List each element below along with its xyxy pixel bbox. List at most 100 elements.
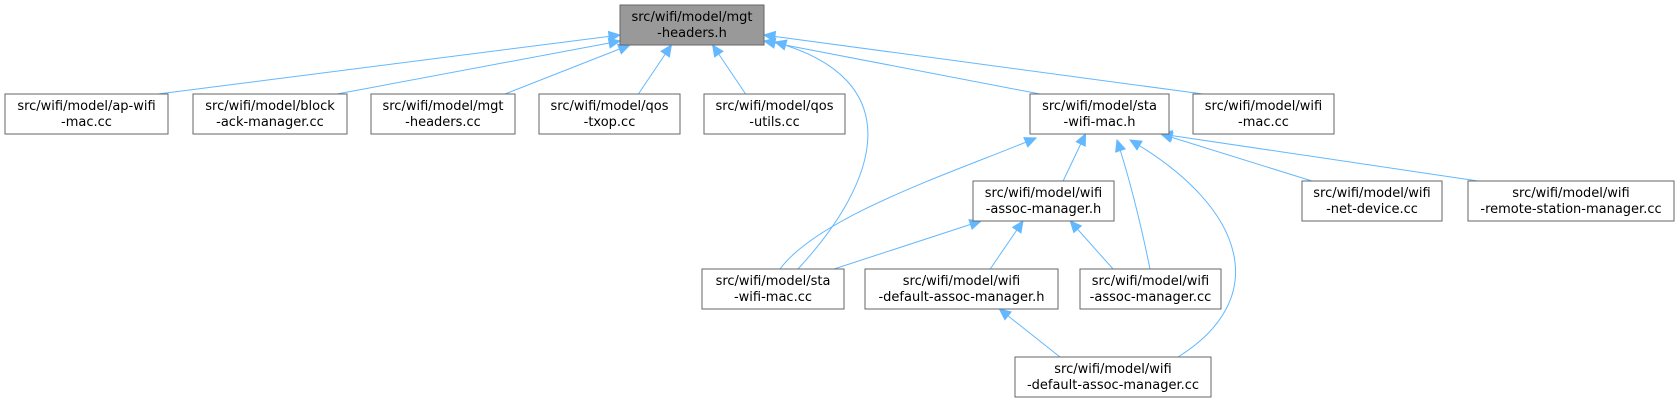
arrowhead: [1069, 220, 1083, 234]
node-label-line: src/wifi/model/block: [205, 99, 335, 114]
edge-line: [763, 34, 1204, 95]
edge-wifi-mac-cc-to-mgt-headers-h: [762, 30, 1204, 95]
node-box: [619, 4, 765, 46]
edge-line: [763, 40, 1041, 95]
edge-qos-utils-cc-to-mgt-headers-h: [711, 43, 747, 95]
edge-sta-wifi-mac-cc-to-mgt-headers-h: [773, 39, 869, 270]
node-label-line: -headers.cc: [405, 115, 481, 130]
node-label-line: -default-assoc-manager.cc: [1027, 378, 1199, 393]
node-label-line: -utils.cc: [749, 115, 799, 130]
node-qos-txop-cc[interactable]: src/wifi/model/qos-txop.cc: [538, 93, 681, 135]
node-label-line: -assoc-manager.h: [986, 202, 1102, 217]
edge-sta-wifi-mac-cc-to-wifi-assoc-manager-h: [833, 219, 983, 270]
node-label-line: -remote-station-manager.cc: [1480, 202, 1661, 217]
node-mgt-headers-cc[interactable]: src/wifi/model/mgt-headers.cc: [370, 93, 516, 135]
edge-line: [157, 34, 621, 95]
edge-line: [504, 44, 630, 95]
node-label-line: src/wifi/model/mgt: [382, 99, 503, 114]
node-label-line: src/wifi/model/wifi: [1512, 186, 1629, 201]
node-label-line: src/wifi/model/wifi: [903, 274, 1020, 289]
node-label-line: -txop.cc: [584, 115, 636, 130]
node-label-line: -wifi-mac.h: [1064, 115, 1136, 130]
edge-qos-txop-cc-to-mgt-headers-h: [637, 43, 673, 95]
edge-wifi-net-device-cc-to-sta-wifi-mac-h: [1159, 131, 1313, 182]
edge-line: [779, 137, 1037, 270]
node-label-line: src/wifi/model/wifi: [985, 186, 1102, 201]
node-box: [703, 93, 846, 135]
node-label-line: -mac.cc: [61, 115, 112, 130]
arrowhead: [660, 43, 673, 58]
edge-wifi-remote-station-manager-cc-to-sta-wifi-mac-h: [1159, 129, 1479, 182]
node-label-line: -mac.cc: [1238, 115, 1289, 130]
node-label-line: src/wifi/model/qos: [550, 99, 668, 114]
node-wifi-default-assoc-manager-cc[interactable]: src/wifi/model/wifi-default-assoc-manage…: [1014, 356, 1212, 398]
node-label-line: src/wifi/model/ap-wifi: [17, 99, 155, 114]
edge-line: [336, 40, 621, 95]
edge-line: [1160, 133, 1313, 182]
nodes: src/wifi/model/mgt-headers.hsrc/wifi/mod…: [4, 4, 1675, 398]
arrowhead: [1128, 139, 1143, 151]
node-label-line: src/wifi/model/sta: [716, 274, 831, 289]
node-box: [370, 93, 516, 135]
node-wifi-default-assoc-manager-h[interactable]: src/wifi/model/wifi-default-assoc-manage…: [864, 268, 1059, 310]
node-label-line: -ack-manager.cc: [216, 115, 324, 130]
edge-wifi-default-assoc-manager-cc-to-wifi-default-assoc-manager-h: [998, 308, 1061, 358]
node-box: [701, 268, 845, 310]
node-box: [864, 268, 1059, 310]
node-mgt-headers-h[interactable]: src/wifi/model/mgt-headers.h: [619, 4, 765, 46]
edge-wifi-default-assoc-manager-cc-to-sta-wifi-mac-h: [1128, 139, 1237, 358]
node-label-line: src/wifi/model/mgt: [631, 10, 752, 25]
node-label-line: -net-device.cc: [1326, 202, 1418, 217]
edge-wifi-assoc-manager-cc-to-wifi-assoc-manager-h: [1069, 220, 1114, 270]
node-wifi-net-device-cc[interactable]: src/wifi/model/wifi-net-device.cc: [1301, 180, 1443, 222]
node-box: [1301, 180, 1443, 222]
edge-block-ack-manager-cc-to-mgt-headers-h: [336, 37, 622, 95]
arrowhead: [1023, 137, 1038, 148]
edge-line: [1129, 139, 1237, 358]
arrowhead: [1011, 220, 1024, 234]
edge-wifi-default-assoc-manager-h-to-wifi-assoc-manager-h: [989, 220, 1024, 270]
node-box: [1014, 356, 1212, 398]
node-label-line: -default-assoc-manager.h: [878, 290, 1044, 305]
arrowhead: [711, 43, 724, 58]
node-qos-utils-cc[interactable]: src/wifi/model/qos-utils.cc: [703, 93, 846, 135]
node-label-line: -wifi-mac.cc: [734, 290, 812, 305]
node-wifi-assoc-manager-h[interactable]: src/wifi/model/wifi-assoc-manager.h: [972, 180, 1115, 222]
edge-sta-wifi-mac-cc-to-sta-wifi-mac-h: [779, 137, 1038, 270]
node-label-line: src/wifi/model/qos: [715, 99, 833, 114]
edge-line: [999, 308, 1061, 358]
node-sta-wifi-mac-h[interactable]: src/wifi/model/sta-wifi-mac.h: [1029, 93, 1170, 135]
edge-line: [774, 41, 869, 270]
edges: [157, 30, 1479, 358]
arrowhead: [762, 30, 777, 43]
node-box: [192, 93, 348, 135]
node-label-line: -assoc-manager.cc: [1090, 290, 1212, 305]
arrowhead: [616, 43, 631, 55]
edge-wifi-assoc-manager-h-to-sta-wifi-mac-h: [1062, 132, 1087, 182]
node-box: [972, 180, 1115, 222]
edge-line: [1160, 133, 1479, 182]
node-wifi-remote-station-manager-cc[interactable]: src/wifi/model/wifi-remote-station-manag…: [1467, 180, 1675, 222]
node-box: [1079, 268, 1222, 310]
node-box: [1467, 180, 1675, 222]
edge-mgt-headers-cc-to-mgt-headers-h: [504, 43, 631, 95]
arrowhead: [607, 37, 622, 49]
arrowhead: [998, 308, 1012, 321]
node-label-line: src/wifi/model/wifi: [1054, 362, 1171, 377]
edge-line: [833, 220, 982, 270]
node-box: [4, 93, 169, 135]
node-wifi-mac-cc[interactable]: src/wifi/model/wifi-mac.cc: [1192, 93, 1335, 135]
node-box: [1192, 93, 1335, 135]
arrowhead: [1075, 132, 1087, 147]
node-block-ack-manager-cc[interactable]: src/wifi/model/block-ack-manager.cc: [192, 93, 348, 135]
arrowhead: [1115, 138, 1127, 153]
node-sta-wifi-mac-cc[interactable]: src/wifi/model/sta-wifi-mac.cc: [701, 268, 845, 310]
node-label-line: src/wifi/model/wifi: [1092, 274, 1209, 289]
node-box: [538, 93, 681, 135]
edge-wifi-assoc-manager-cc-to-sta-wifi-mac-h: [1115, 138, 1151, 270]
node-ap-wifi-mac-cc[interactable]: src/wifi/model/ap-wifi-mac.cc: [4, 93, 169, 135]
node-label-line: -headers.h: [657, 26, 727, 41]
node-wifi-assoc-manager-cc[interactable]: src/wifi/model/wifi-assoc-manager.cc: [1079, 268, 1222, 310]
node-box: [1029, 93, 1170, 135]
